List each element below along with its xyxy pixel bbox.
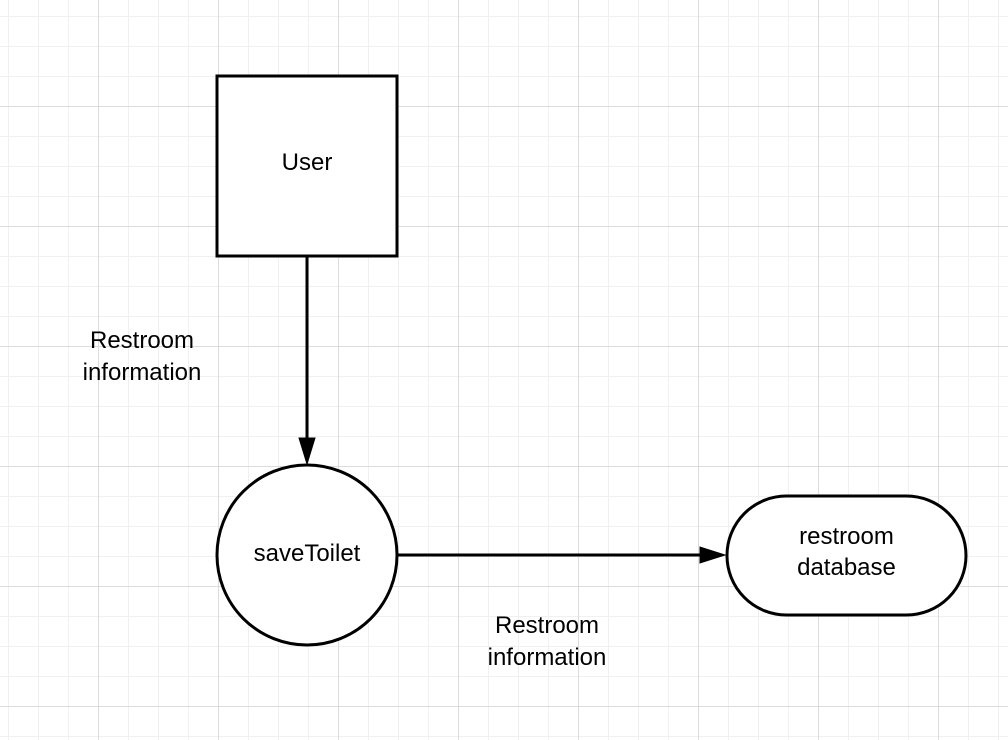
user-entity-box[interactable]: [215, 74, 399, 258]
restroom-database-label: restroom database: [797, 523, 896, 581]
savetoilet-process-label: saveToilet: [253, 539, 361, 567]
savetoilet-process-circle[interactable]: [215, 463, 399, 647]
arrowhead-savetoilet-to-database: [699, 546, 727, 564]
arrowhead-user-to-savetoilet: [298, 437, 316, 466]
user-entity-label: User: [281, 148, 333, 176]
edge-label-user-to-savetoilet: Restroom information: [82, 327, 202, 386]
restroom-database-store[interactable]: [725, 494, 968, 617]
edge-label-savetoilet-to-database: Restroom information: [487, 612, 607, 671]
